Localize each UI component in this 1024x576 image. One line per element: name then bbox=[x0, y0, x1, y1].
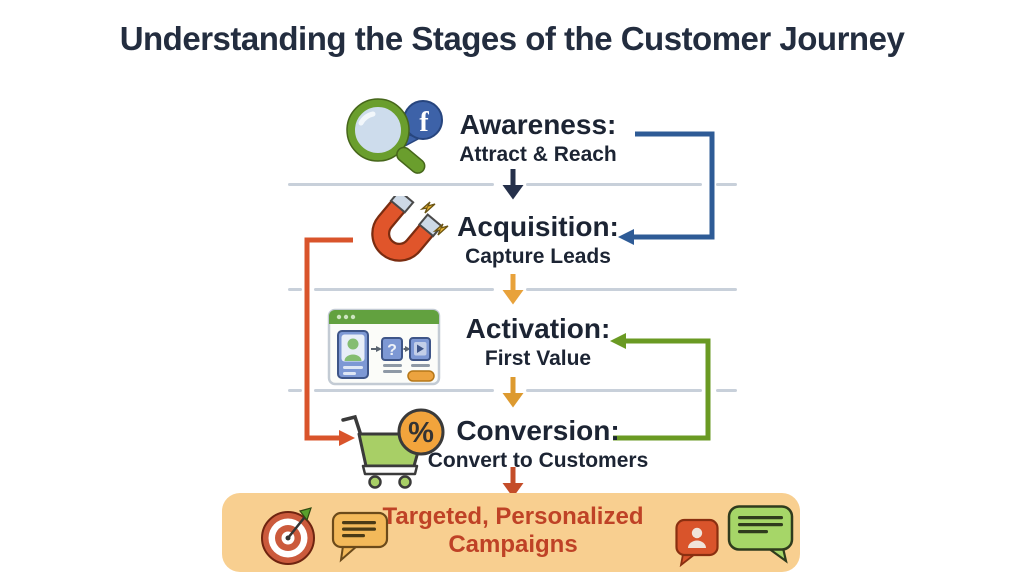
stage-awareness-subtitle: Attract & Reach bbox=[459, 143, 617, 166]
stage-awareness-name: Awareness: bbox=[459, 109, 617, 140]
stage-conversion-subtitle: Convert to Customers bbox=[427, 449, 649, 472]
divider-line bbox=[716, 183, 737, 186]
banner-text-line1: Targeted, Personalized bbox=[382, 503, 644, 530]
person-chat-icon bbox=[674, 517, 720, 567]
down-arrow-icon bbox=[497, 464, 529, 500]
green-chat-icon bbox=[726, 503, 796, 565]
shopping-cart-icon: % bbox=[333, 406, 449, 492]
down-arrow-icon bbox=[497, 271, 529, 307]
divider-line bbox=[288, 288, 302, 291]
loop-arrow-awareness-to-acquisition bbox=[610, 122, 725, 250]
divider-line bbox=[314, 288, 494, 291]
stage-activation-subtitle: First Value bbox=[484, 347, 592, 370]
stage-activation-name: Activation: bbox=[465, 313, 611, 344]
onboarding-window-icon: ? bbox=[326, 304, 442, 390]
down-arrow-icon bbox=[497, 166, 529, 202]
magnet-icon bbox=[338, 196, 453, 276]
magnifier-facebook-icon: f bbox=[340, 94, 452, 174]
page-title: Understanding the Stages of the Customer… bbox=[119, 20, 905, 57]
loop-arrow-acquisition-to-conversion bbox=[295, 228, 367, 452]
target-dart-icon bbox=[258, 503, 322, 567]
divider-line bbox=[526, 183, 702, 186]
stage-awareness: Awareness: Attract & Reach bbox=[398, 110, 678, 167]
down-arrow-icon bbox=[497, 374, 529, 410]
divider-line bbox=[288, 183, 494, 186]
stage-conversion: Conversion: Convert to Customers bbox=[398, 416, 678, 473]
svg-text:?: ? bbox=[387, 342, 397, 359]
stage-activation: Activation: First Value bbox=[398, 314, 678, 371]
divider-line bbox=[716, 389, 737, 392]
svg-text:f: f bbox=[419, 107, 429, 138]
stage-acquisition-subtitle: Capture Leads bbox=[465, 245, 611, 268]
svg-text:%: % bbox=[408, 417, 434, 449]
divider-line bbox=[526, 288, 737, 291]
stage-acquisition: Acquisition: Capture Leads bbox=[398, 212, 678, 269]
loop-arrow-conversion-to-activation bbox=[598, 328, 720, 446]
divider-line bbox=[526, 389, 702, 392]
stage-conversion-name: Conversion: bbox=[456, 415, 620, 446]
stage-acquisition-name: Acquisition: bbox=[457, 211, 619, 242]
divider-line bbox=[314, 389, 494, 392]
banner-text: Targeted, Personalized Campaigns bbox=[378, 503, 648, 559]
divider-line bbox=[288, 389, 302, 392]
banner-text-line2: Campaigns bbox=[448, 531, 578, 558]
amber-chat-icon bbox=[330, 506, 390, 564]
